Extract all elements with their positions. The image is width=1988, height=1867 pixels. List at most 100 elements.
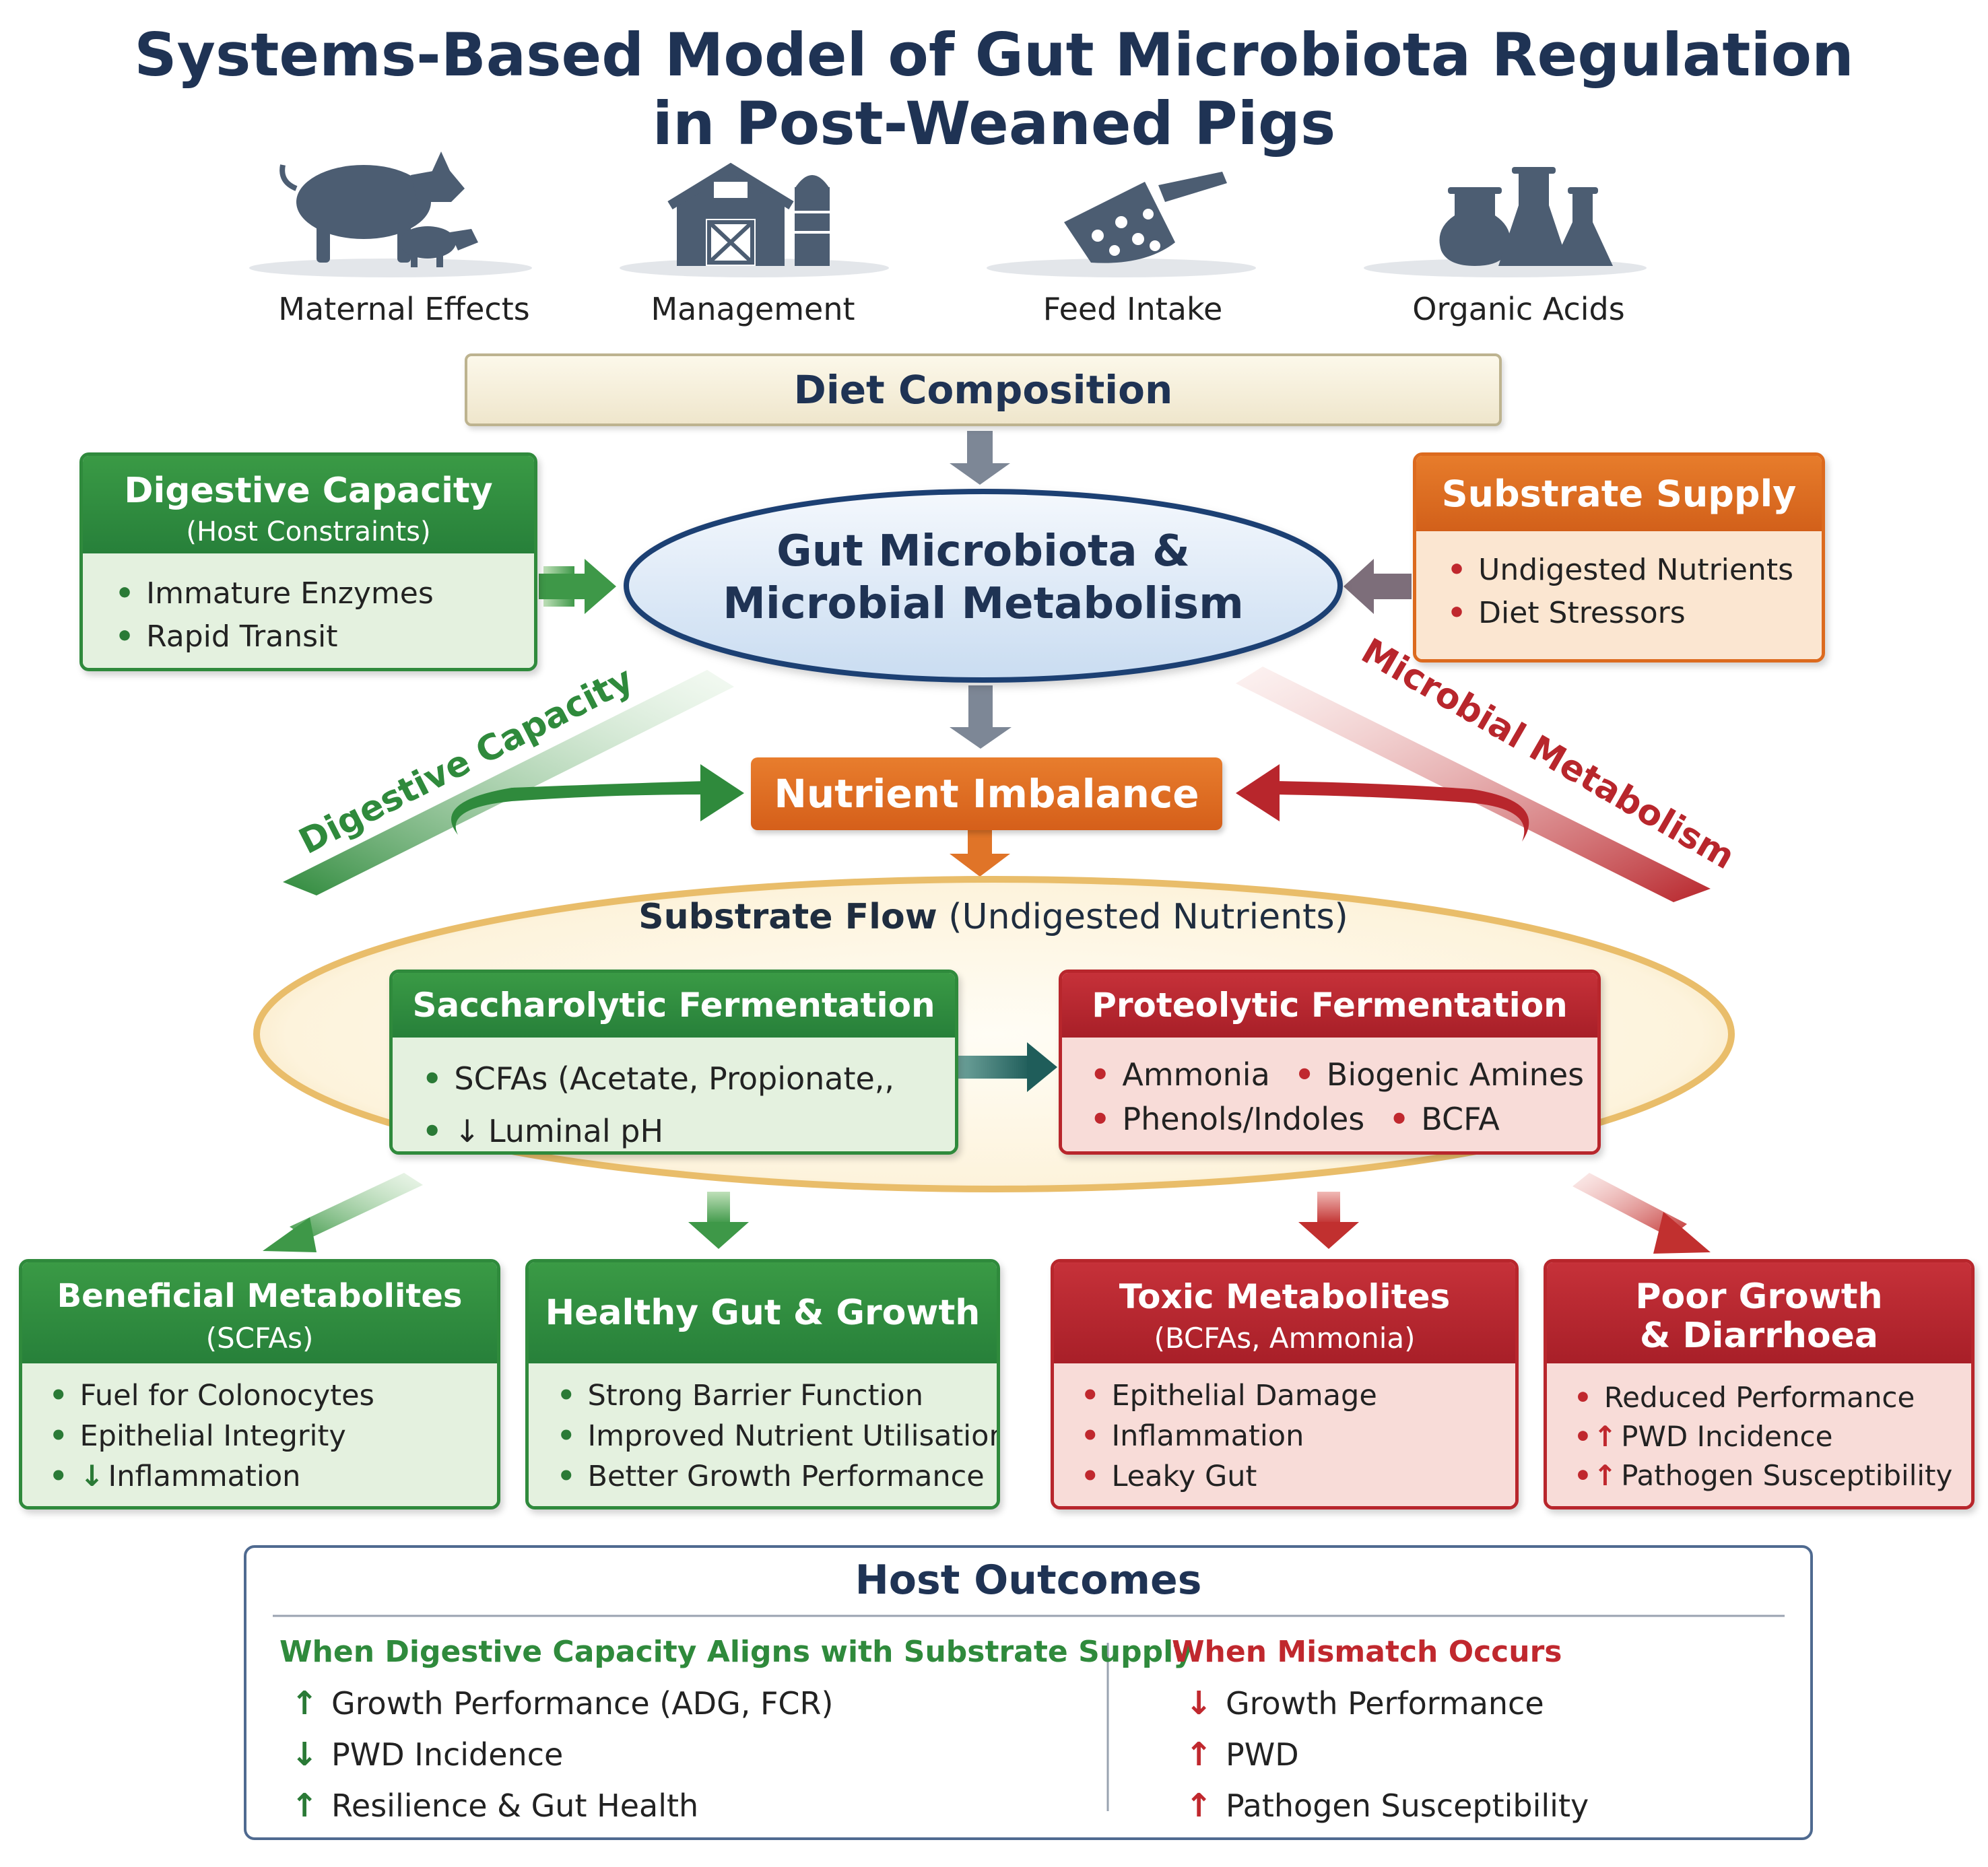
page-title-line1: Systems-Based Model of Gut Microbiota Re… bbox=[134, 20, 1854, 90]
poor-growth-box: Poor Growth & Diarrhoea •Reduced Perform… bbox=[1544, 1259, 1975, 1509]
substrate-supply-box: Substrate Supply •Undigested Nutrients •… bbox=[1413, 452, 1825, 663]
factor-label-organic-acids: Organic Acids bbox=[1412, 291, 1625, 327]
microbiota-line2: Microbial Metabolism bbox=[723, 579, 1244, 629]
lab-flasks-icon bbox=[1439, 167, 1613, 266]
list-item: ↑Pathogen Susceptibility bbox=[1185, 1787, 1589, 1825]
list-item: •Inflammation bbox=[1081, 1419, 1304, 1453]
side-label-digestive-capacity: Digestive Capacity bbox=[293, 659, 640, 862]
digestive-capacity-box: Digestive Capacity (Host Constraints) •I… bbox=[79, 452, 537, 671]
nutrient-imbalance-box: Nutrient Imbalance bbox=[751, 757, 1222, 830]
diet-composition-bar: Diet Composition bbox=[465, 353, 1502, 426]
saccharolytic-body: •SCFAs (Acetate, Propionate,, •↓Luminal … bbox=[393, 1038, 955, 1151]
toxic-title: Toxic Metabolites bbox=[1119, 1277, 1451, 1316]
microbiota-ellipse bbox=[624, 489, 1343, 683]
microbial-metabolism-band bbox=[1236, 667, 1711, 902]
mismatch-heading: When Mismatch Occurs bbox=[1172, 1635, 1562, 1669]
substrate-flow-bold: Substrate Flow bbox=[638, 897, 937, 937]
factor-label-management: Management bbox=[651, 291, 855, 327]
substrate-supply-title: Substrate Supply bbox=[1441, 472, 1797, 515]
proteolytic-fermentation-box: Proteolytic Fermentation •Ammonia •Bioge… bbox=[1059, 970, 1601, 1155]
healthy-header: Healthy Gut & Growth bbox=[529, 1262, 997, 1363]
digestive-capacity-body: •Immature Enzymes •Rapid Transit bbox=[83, 553, 534, 668]
microbiota-label: Gut Microbiota & Microbial Metabolism bbox=[626, 525, 1340, 630]
pig-with-piglet-icon bbox=[279, 151, 478, 267]
list-item: •↓Inflammation bbox=[49, 1460, 301, 1493]
list-item: •Epithelial Integrity bbox=[49, 1419, 346, 1453]
ground-shadow bbox=[987, 259, 1256, 277]
factor-label-feed-intake: Feed Intake bbox=[1042, 291, 1223, 327]
poor-body: •Reduced Performance •↑PWD Incidence •↑P… bbox=[1547, 1363, 1971, 1506]
list-item: ↑Resilience & Gut Health bbox=[291, 1787, 699, 1825]
toxic-subtitle: (BCFAs, Ammonia) bbox=[1154, 1322, 1416, 1355]
list-item: •Fuel for Colonocytes bbox=[49, 1379, 374, 1413]
beneficial-body: •Fuel for Colonocytes •Epithelial Integr… bbox=[22, 1363, 497, 1506]
arrow-to-healthy bbox=[688, 1192, 749, 1249]
healthy-gut-growth-box: Healthy Gut & Growth •Strong Barrier Fun… bbox=[525, 1259, 1000, 1509]
arrow-digestive-to-microbiota bbox=[539, 559, 616, 614]
toxic-metabolites-box: Toxic Metabolites (BCFAs, Ammonia) •Epit… bbox=[1051, 1259, 1519, 1509]
digestive-capacity-band bbox=[283, 670, 734, 895]
saccharolytic-header: Saccharolytic Fermentation bbox=[393, 973, 955, 1038]
substrate-flow-normal: (Undigested Nutrients) bbox=[948, 897, 1348, 937]
list-item: •Improved Nutrient Utilisation bbox=[557, 1419, 1000, 1453]
red-curved-arrow bbox=[1236, 764, 1529, 842]
arrow-diet-to-microbiota bbox=[950, 431, 1010, 485]
feed-scoop-icon bbox=[1064, 172, 1227, 263]
list-item: •Epithelial Damage bbox=[1081, 1379, 1377, 1413]
substrate-flow-title: Substrate Flow (Undigested Nutrients) bbox=[471, 897, 1515, 937]
list-item: •Leaky Gut bbox=[1081, 1460, 1257, 1493]
toxic-header: Toxic Metabolites (BCFAs, Ammonia) bbox=[1054, 1262, 1515, 1363]
proteolytic-title: Proteolytic Fermentation bbox=[1092, 986, 1568, 1025]
microbiota-line1: Gut Microbiota & bbox=[776, 527, 1190, 576]
substrate-supply-header: Substrate Supply bbox=[1416, 456, 1822, 531]
beneficial-metabolites-box: Beneficial Metabolites (SCFAs) •Fuel for… bbox=[19, 1259, 500, 1509]
list-item: ↓Growth Performance bbox=[1185, 1685, 1544, 1722]
diet-composition-label: Diet Composition bbox=[793, 367, 1173, 413]
poor-title-line1: Poor Growth bbox=[1635, 1277, 1883, 1317]
arrow-to-toxic bbox=[1298, 1192, 1359, 1249]
list-item: •↓Luminal pH bbox=[422, 1113, 664, 1149]
arrow-to-beneficial bbox=[263, 1173, 423, 1252]
arrow-substrate-to-microbiota bbox=[1344, 559, 1412, 614]
list-item: •Better Growth Performance bbox=[557, 1460, 985, 1493]
proteolytic-row-1: •Ammonia •Biogenic Amines bbox=[1090, 1056, 1585, 1093]
arrow-imbalance-to-flow bbox=[950, 829, 1010, 877]
arrow-microbiota-to-imbalance bbox=[950, 685, 1012, 749]
list-item: ↑PWD bbox=[1185, 1736, 1299, 1773]
list-item: •Immature Enzymes bbox=[115, 576, 434, 611]
poor-title-line2: & Diarrhoea bbox=[1640, 1316, 1878, 1356]
ground-shadow bbox=[249, 259, 532, 277]
factor-label-maternal-effects: Maternal Effects bbox=[278, 291, 530, 327]
list-item: ↓PWD Incidence bbox=[291, 1736, 564, 1773]
list-item: •SCFAs (Acetate, Propionate,, bbox=[422, 1060, 895, 1097]
poor-header: Poor Growth & Diarrhoea bbox=[1547, 1262, 1971, 1363]
beneficial-title: Beneficial Metabolites bbox=[57, 1277, 463, 1315]
mismatch-list: ↓Growth Performance ↑PWD ↑Pathogen Susce… bbox=[1185, 1685, 1589, 1838]
aligned-heading: When Digestive Capacity Aligns with Subs… bbox=[279, 1635, 1193, 1669]
list-item: •Undigested Nutrients bbox=[1447, 553, 1794, 587]
healthy-body: •Strong Barrier Function •Improved Nutri… bbox=[529, 1363, 1000, 1506]
substrate-supply-body: •Undigested Nutrients •Diet Stressors bbox=[1416, 531, 1822, 659]
list-item: ↑Growth Performance (ADG, FCR) bbox=[291, 1685, 834, 1722]
barn-silo-icon bbox=[667, 162, 830, 266]
nutrient-imbalance-label: Nutrient Imbalance bbox=[774, 771, 1199, 817]
page-title-line2: in Post-Weaned Pigs bbox=[652, 89, 1336, 158]
beneficial-header: Beneficial Metabolites (SCFAs) bbox=[22, 1262, 497, 1363]
toxic-body: •Epithelial Damage •Inflammation •Leaky … bbox=[1054, 1363, 1515, 1506]
digestive-capacity-header: Digestive Capacity (Host Constraints) bbox=[83, 456, 534, 553]
arrow-to-poor bbox=[1572, 1173, 1711, 1254]
green-curved-arrow bbox=[451, 764, 744, 835]
digestive-capacity-title: Digestive Capacity bbox=[124, 471, 493, 511]
list-item: •Diet Stressors bbox=[1447, 596, 1686, 630]
beneficial-subtitle: (SCFAs) bbox=[205, 1322, 314, 1355]
aligned-list: ↑Growth Performance (ADG, FCR) ↓PWD Inci… bbox=[291, 1685, 833, 1838]
host-outcomes-panel bbox=[244, 1545, 1813, 1840]
list-item: •↑Pathogen Susceptibility bbox=[1574, 1459, 1953, 1492]
proteolytic-header: Proteolytic Fermentation bbox=[1062, 973, 1597, 1038]
list-item: •Reduced Performance bbox=[1574, 1381, 1915, 1414]
host-outcomes-title: Host Outcomes bbox=[855, 1557, 1202, 1604]
healthy-title: Healthy Gut & Growth bbox=[545, 1293, 981, 1333]
proteolytic-row-2: •Phenols/Indoles •BCFA bbox=[1090, 1101, 1500, 1137]
proteolytic-body: •Ammonia •Biogenic Amines •Phenols/Indol… bbox=[1062, 1038, 1597, 1151]
list-item: •Strong Barrier Function bbox=[557, 1379, 923, 1413]
